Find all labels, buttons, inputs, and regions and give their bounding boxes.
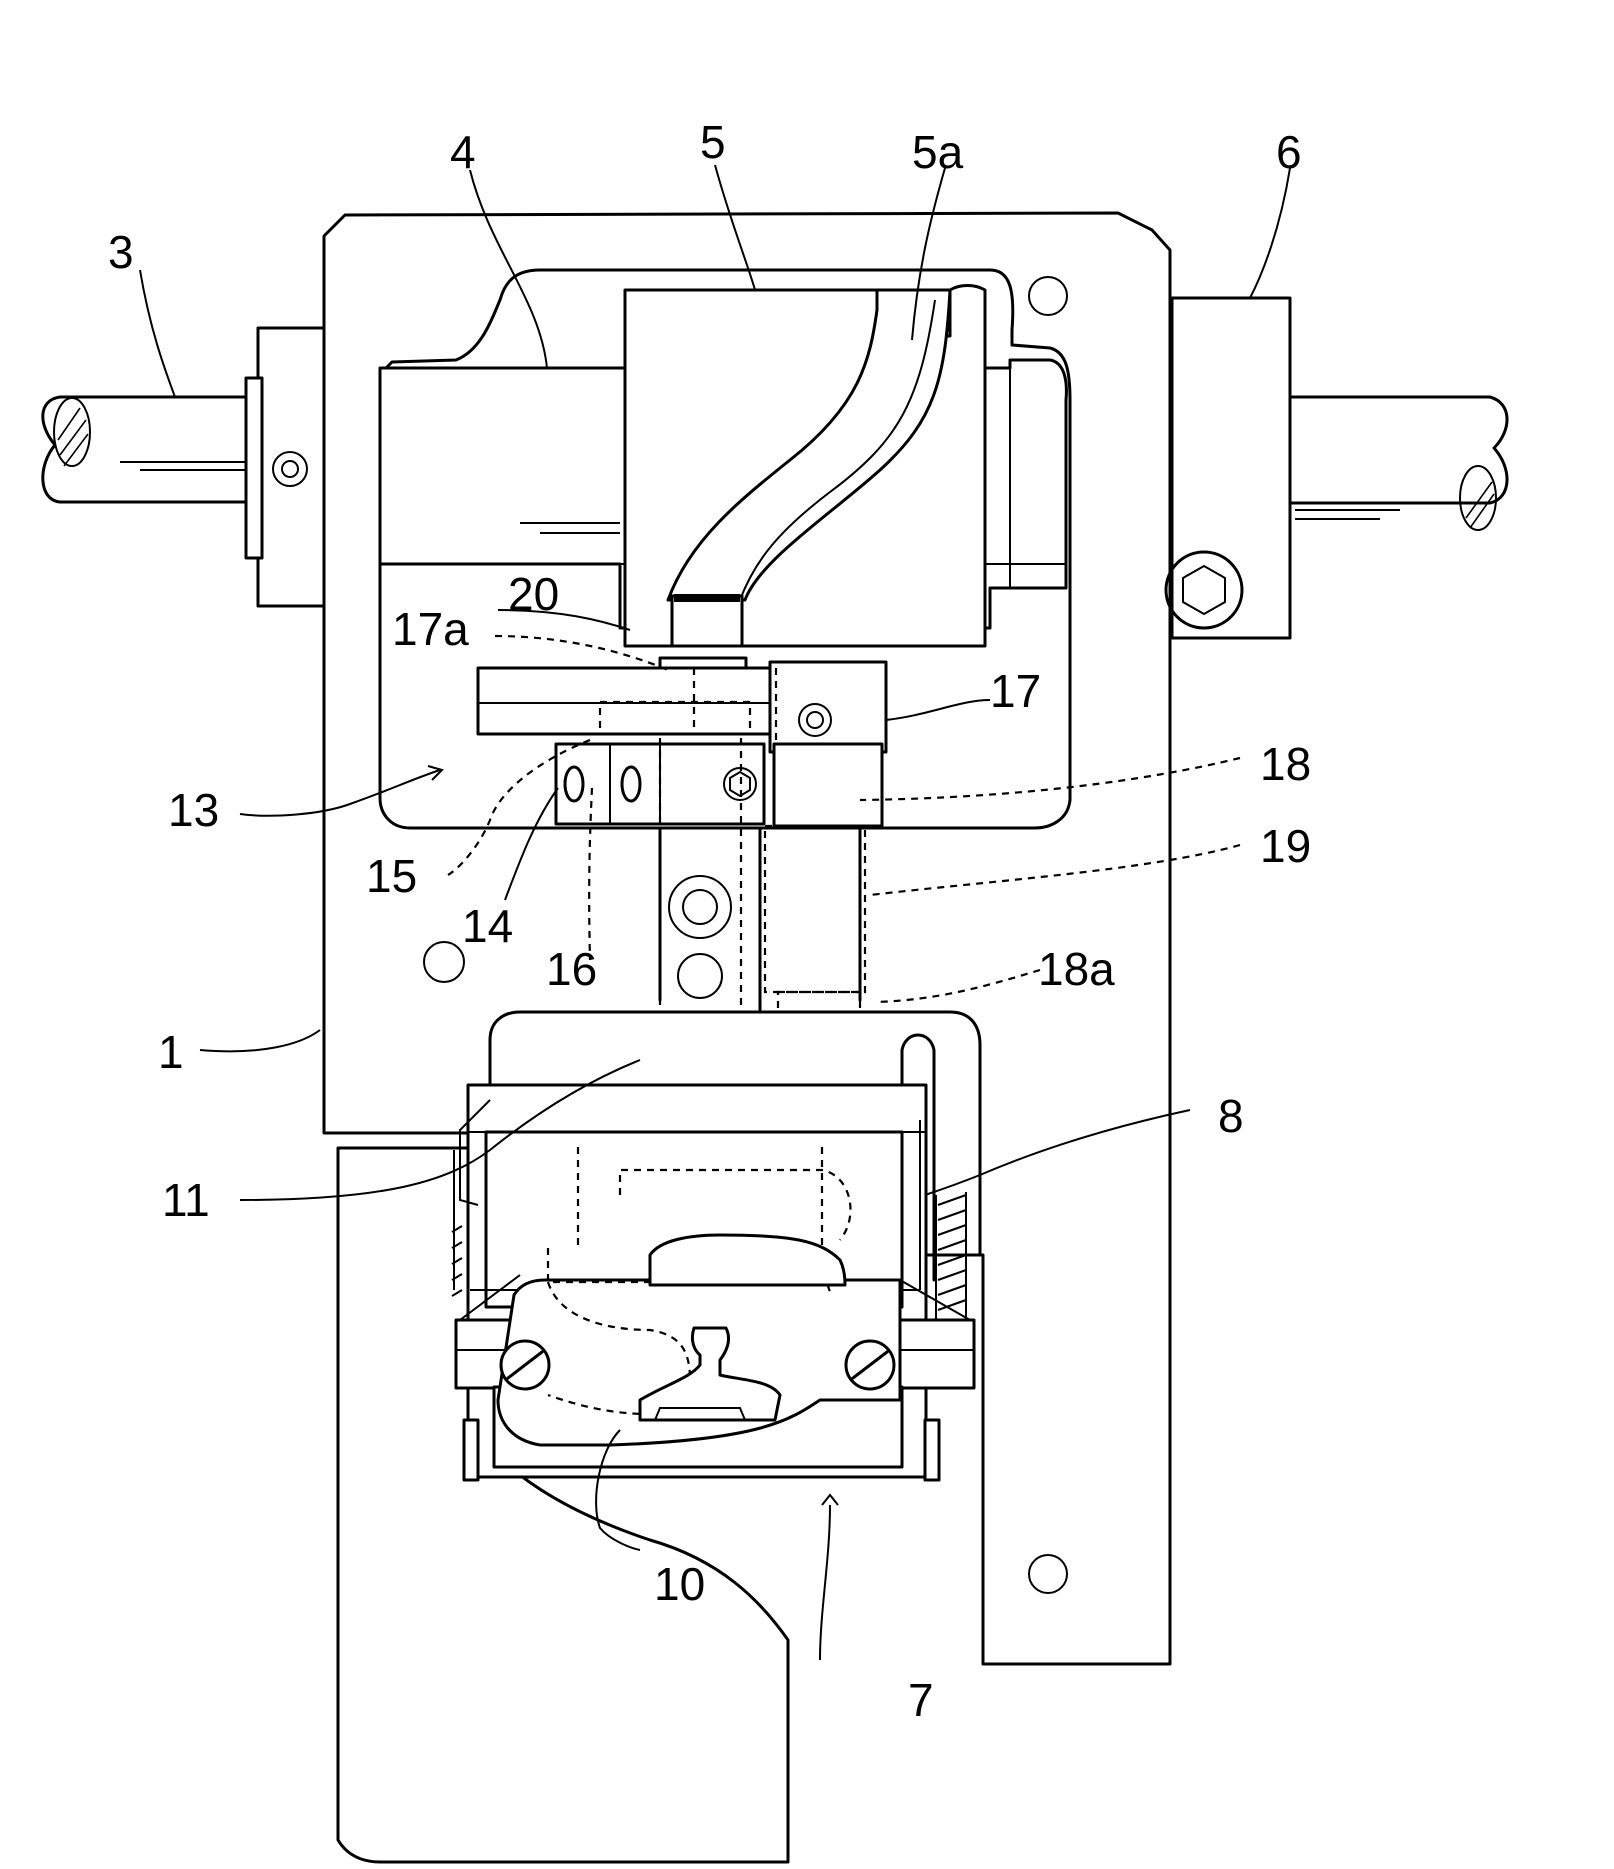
label-8: 8 (1218, 1090, 1244, 1142)
label-20: 20 (508, 568, 559, 620)
clamp-bracket (556, 744, 882, 826)
label-5a: 5a (912, 126, 964, 178)
label-19: 19 (1260, 820, 1311, 872)
label-6: 6 (1276, 126, 1302, 178)
label-18a: 18a (1038, 943, 1115, 995)
label-7: 7 (908, 1674, 934, 1726)
label-16: 16 (546, 943, 597, 995)
right-shaft (1166, 298, 1507, 638)
label-3: 3 (108, 226, 134, 278)
left-shaft (43, 397, 258, 502)
label-14: 14 (462, 900, 513, 952)
label-11: 11 (162, 1174, 210, 1226)
label-4: 4 (450, 126, 476, 178)
label-17a: 17a (392, 603, 469, 655)
label-5: 5 (700, 116, 726, 168)
label-10: 10 (654, 1558, 705, 1610)
label-15: 15 (366, 850, 417, 902)
slider-block (625, 286, 985, 647)
left-collar (246, 328, 330, 606)
label-1: 1 (158, 1026, 184, 1078)
label-17: 17 (990, 665, 1041, 717)
label-13: 13 (168, 784, 219, 836)
label-18: 18 (1260, 738, 1311, 790)
